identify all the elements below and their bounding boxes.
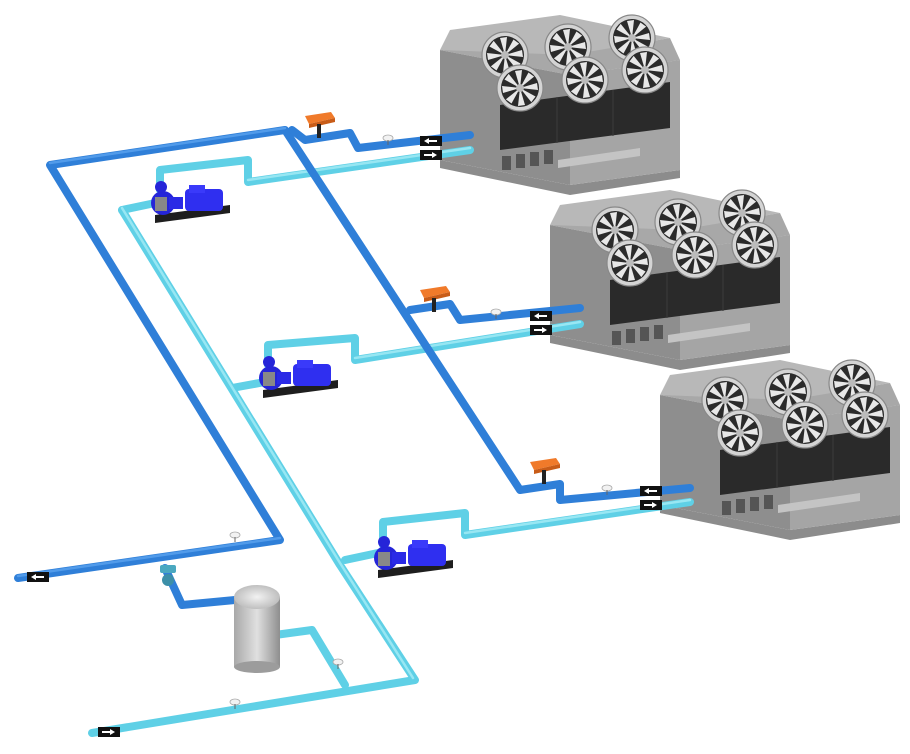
pump-2 [259, 356, 338, 398]
motorized-valve-3 [530, 458, 560, 484]
arrow-left-icon [27, 572, 49, 582]
expansion-tank [234, 585, 280, 673]
arrow-right-icon [640, 500, 662, 510]
arrow-left-icon [420, 136, 442, 146]
arrow-left-icon [530, 311, 552, 321]
return-piping [88, 146, 694, 737]
arrow-right-icon [98, 727, 120, 737]
pump-3 [374, 536, 453, 578]
chiller-2 [550, 190, 790, 370]
pump-1 [151, 181, 230, 223]
chiller-1 [440, 15, 680, 195]
arrow-right-icon [420, 150, 442, 160]
arrow-left-icon [640, 486, 662, 496]
chiller-3 [660, 360, 900, 540]
arrow-right-icon [530, 325, 552, 335]
balancing-valve [160, 565, 176, 586]
supply-piping [14, 126, 694, 609]
